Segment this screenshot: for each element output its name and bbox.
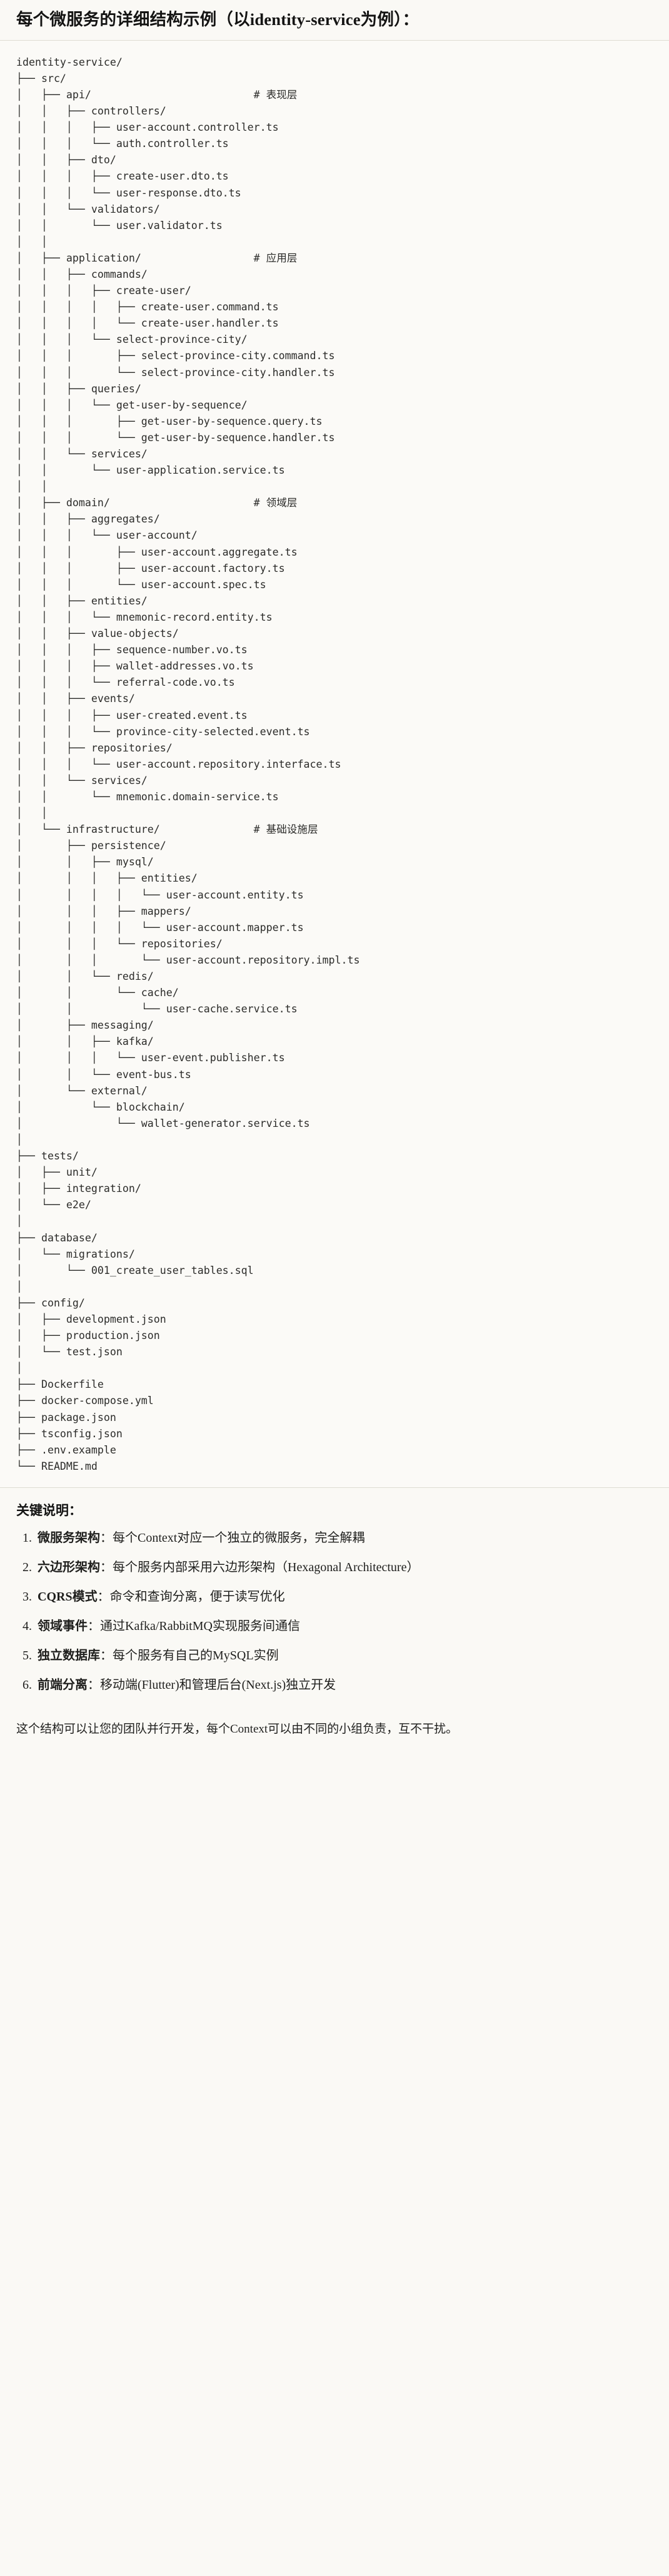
key-points-list: 微服务架构：每个Context对应一个独立的微服务，完全解耦 六边形架构：每个服… <box>16 1529 653 1694</box>
key-point-desc: 每个服务有自己的MySQL实例 <box>113 1649 279 1663</box>
directory-tree-block: identity-service/ ├── src/ │ ├── api/ # … <box>0 40 669 1487</box>
key-point-term: 前端分离 <box>38 1678 88 1693</box>
list-item: 前端分离：移动端(Flutter)和管理后台(Next.js)独立开发 <box>35 1676 653 1694</box>
key-point-desc: 每个服务内部采用六边形架构（Hexagonal Architecture） <box>113 1560 420 1575</box>
tree-divider <box>0 1487 669 1488</box>
key-point-desc: 命令和查询分离，便于读写优化 <box>109 1590 285 1604</box>
key-point-separator: ： <box>88 1619 100 1634</box>
key-point-term: 六边形架构 <box>38 1560 100 1575</box>
closing-paragraph: 这个结构可以让您的团队并行开发，每个Context可以由不同的小组负责，互不干扰… <box>16 1723 458 1736</box>
list-item: 微服务架构：每个Context对应一个独立的微服务，完全解耦 <box>35 1529 653 1547</box>
key-points-title: 关键说明： <box>16 1502 82 1518</box>
directory-tree: identity-service/ ├── src/ │ ├── api/ # … <box>16 56 360 1472</box>
key-point-separator: ： <box>100 1531 113 1545</box>
key-point-term: 微服务架构 <box>38 1531 100 1545</box>
list-item: 独立数据库：每个服务有自己的MySQL实例 <box>35 1646 653 1665</box>
list-item: 领域事件：通过Kafka/RabbitMQ实现服务间通信 <box>35 1617 653 1636</box>
title-divider <box>0 39 669 41</box>
key-point-desc: 每个Context对应一个独立的微服务，完全解耦 <box>113 1531 365 1545</box>
key-point-term: 领域事件 <box>38 1619 88 1634</box>
key-point-term: CQRS模式 <box>38 1590 98 1604</box>
key-point-separator: ： <box>100 1649 113 1663</box>
key-point-separator: ： <box>100 1560 113 1575</box>
key-point-separator: ： <box>97 1590 110 1604</box>
key-point-desc: 通过Kafka/RabbitMQ实现服务间通信 <box>100 1619 300 1634</box>
list-item: 六边形架构：每个服务内部采用六边形架构（Hexagonal Architectu… <box>35 1558 653 1577</box>
key-points-section: 关键说明： 微服务架构：每个Context对应一个独立的微服务，完全解耦 六边形… <box>0 1488 669 1711</box>
page-title: 每个微服务的详细结构示例（以identity-service为例）： <box>16 10 420 29</box>
key-point-term: 独立数据库 <box>38 1649 100 1663</box>
document-page: 每个微服务的详细结构示例（以identity-service为例）： ident… <box>0 0 669 1739</box>
key-point-desc: 移动端(Flutter)和管理后台(Next.js)独立开发 <box>100 1678 336 1693</box>
list-item: CQRS模式：命令和查询分离，便于读写优化 <box>35 1587 653 1606</box>
key-point-separator: ： <box>88 1678 100 1693</box>
